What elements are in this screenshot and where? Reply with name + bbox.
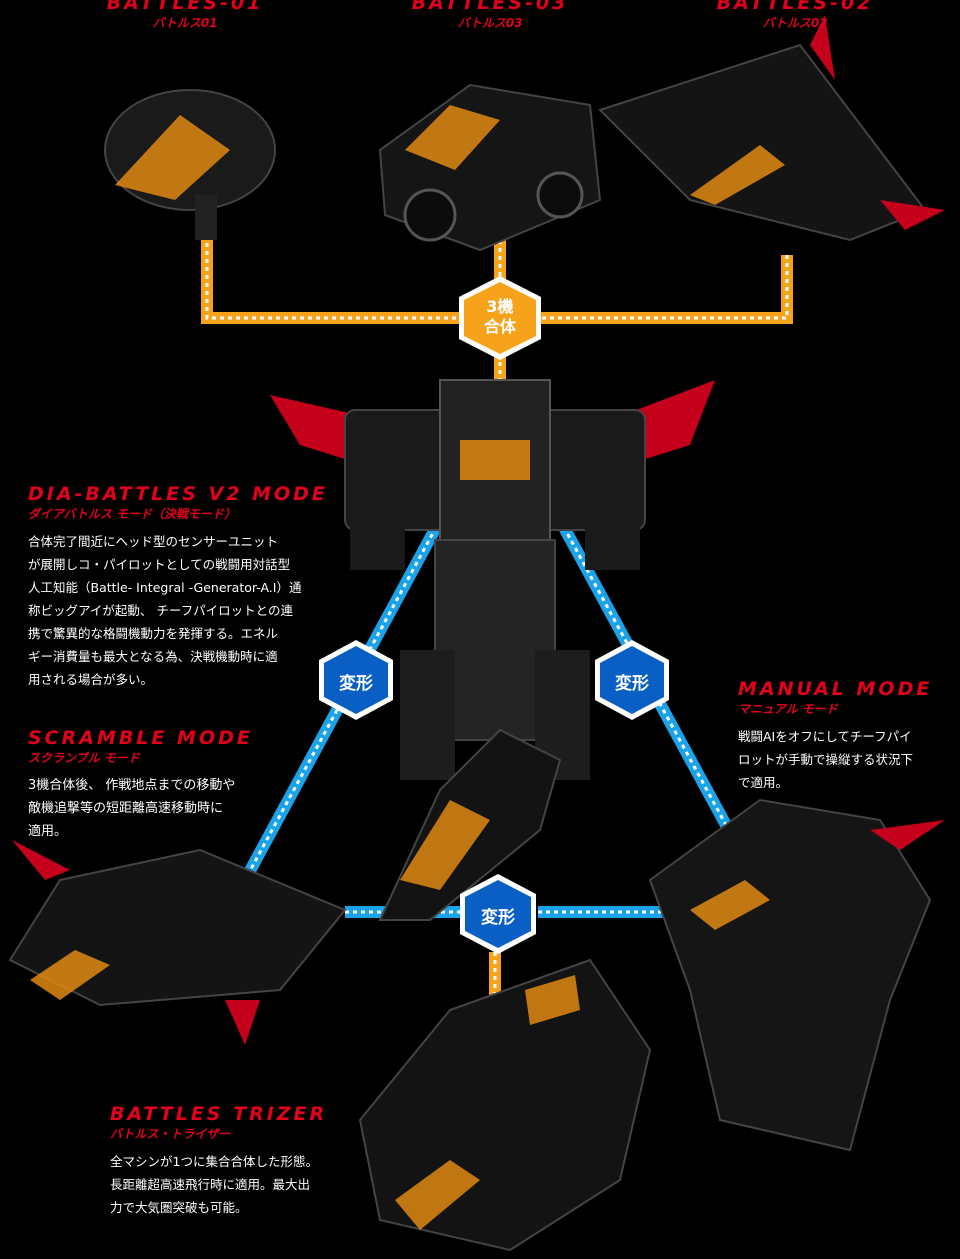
transform-label-right: 変形 bbox=[615, 674, 649, 694]
combine-label-line2: 合体 bbox=[483, 317, 516, 336]
trizer-section: BATTLES TRIZER バトルス・トライザー 全マシンが1つに集合合体した… bbox=[110, 1103, 370, 1219]
v2mode-title: DIA-BATTLES V2 MODE bbox=[28, 483, 328, 505]
manual-title: MANUAL MODE bbox=[738, 678, 933, 700]
battles03-label: BATTLES-03 バトルス03 bbox=[380, 0, 600, 31]
v2mode-subtitle: ダイアバトルス モード（決戦モード） bbox=[28, 507, 237, 521]
scramble-description: 3機合体後、 作戦地点までの移動や 敵機追撃等の短距離高速移動時に 適用。 bbox=[28, 778, 236, 839]
manual-section: MANUAL MODE マニュアル モード 戦闘AIをオフにしてチーフパイ ロッ… bbox=[738, 678, 958, 794]
combine-label-line1: 3機 bbox=[486, 297, 514, 316]
v2mode-jet-figure bbox=[378, 728, 562, 921]
battles03-figure bbox=[378, 83, 602, 252]
battles02-label: BATTLES-02 バトルス02 bbox=[685, 0, 905, 31]
v2mode-section: DIA-BATTLES V2 MODE ダイアバトルス モード（決戦モード） 合… bbox=[28, 483, 348, 691]
v2mode-description: 合体完了間近にヘッド型のセンサーユニット が展開しコ・パイロットとしての戦闘用対… bbox=[28, 534, 302, 687]
battles03-subtitle: バトルス03 bbox=[457, 16, 523, 30]
transform-hexagon-right bbox=[595, 640, 669, 720]
battles01-subtitle: バトルス01 bbox=[152, 16, 218, 30]
battles02-figure bbox=[598, 15, 945, 242]
trizer-subtitle: バトルス・トライザー bbox=[110, 1127, 231, 1141]
trizer-title: BATTLES TRIZER bbox=[110, 1103, 328, 1125]
transform-label-bottom: 変形 bbox=[481, 908, 515, 928]
scramble-mode-figure bbox=[8, 840, 347, 1045]
combine-hexagon bbox=[459, 276, 541, 360]
battles01-title: BATTLES-01 bbox=[106, 0, 264, 14]
combine-label: 3機 合体 bbox=[464, 297, 536, 337]
transform-hexagon-left bbox=[319, 640, 393, 720]
transform-hexagon-bottom bbox=[460, 874, 536, 954]
scramble-title: SCRAMBLE MODE bbox=[28, 727, 253, 749]
trizer-description: 全マシンが1つに集合合体した形態。 長距離超高速飛行時に適用。最大出 力で大気圏… bbox=[110, 1154, 318, 1215]
battles02-subtitle: バトルス02 bbox=[762, 16, 828, 30]
manual-mode-figure bbox=[648, 798, 945, 1152]
manual-subtitle: マニュアル モード bbox=[738, 702, 838, 716]
battles01-figure bbox=[104, 89, 276, 240]
manual-description: 戦闘AIをオフにしてチーフパイ ロットが手動で操縦する状況下 で適用。 bbox=[738, 729, 914, 790]
trizer-figure bbox=[358, 958, 652, 1252]
battles01-label: BATTLES-01 バトルス01 bbox=[75, 0, 295, 31]
scramble-section: SCRAMBLE MODE スクランブル モード 3機合体後、 作戦地点までの移… bbox=[28, 727, 328, 843]
scramble-subtitle: スクランブル モード bbox=[28, 751, 140, 765]
battles03-title: BATTLES-03 bbox=[411, 0, 569, 14]
transform-label-left: 変形 bbox=[339, 674, 373, 694]
battles02-title: BATTLES-02 bbox=[716, 0, 874, 14]
